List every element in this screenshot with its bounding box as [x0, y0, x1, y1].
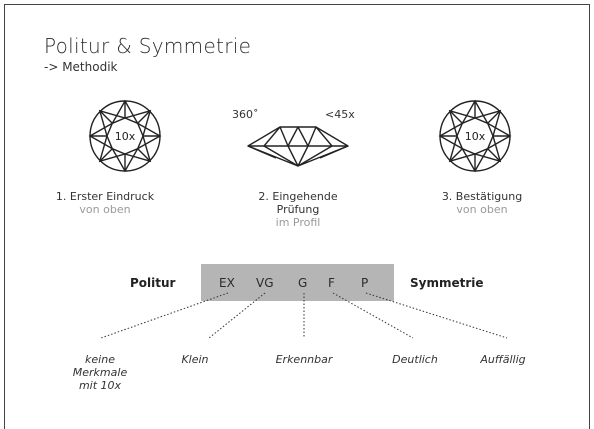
meaning-line: mit 10x — [78, 379, 122, 392]
grade-p: P — [361, 276, 369, 290]
connector-ex — [100, 292, 229, 339]
meaning-f: Deutlich — [392, 353, 438, 366]
diamond-top-icon: 10x — [88, 99, 162, 173]
politur-label: Politur — [130, 276, 176, 290]
meaning-g: Erkennbar — [275, 353, 333, 366]
meaning-p: Auffällig — [480, 353, 526, 366]
step-title: 3. Bestätigung — [441, 190, 523, 203]
grade-scale-bar — [201, 264, 394, 301]
rotation-label: 360˚ — [232, 108, 259, 121]
diamond-top-icon: 10x — [438, 99, 512, 173]
grade-ex: EX — [219, 276, 235, 290]
step-view: von oben — [79, 203, 131, 216]
step-title: 1. Erster Eindruck — [55, 190, 155, 203]
grade-f: F — [328, 276, 335, 290]
grade-vg: VG — [256, 276, 274, 290]
meaning-vg: Klein — [181, 353, 209, 366]
meaning-line: Merkmale — [72, 366, 128, 379]
step-title: 2. Eingehende — [258, 190, 338, 203]
magnification-label: 10x — [465, 130, 486, 143]
connector-vg — [208, 292, 266, 339]
page-title: Politur & Symmetrie — [44, 34, 252, 58]
diagram-frame — [4, 4, 590, 429]
meaning-ex: keine Merkmale mit 10x — [70, 353, 130, 392]
step-1-caption: 1. Erster Eindruck von oben — [45, 190, 165, 216]
step-3-caption: 3. Bestätigung von oben — [422, 190, 542, 216]
symmetrie-label: Symmetrie — [410, 276, 484, 290]
connector-f — [332, 292, 414, 339]
grade-g: G — [298, 276, 308, 290]
step-view: von oben — [456, 203, 508, 216]
step-2-caption: 2. Eingehende Prüfung im Profil — [238, 190, 358, 229]
page-subtitle: -> Methodik — [44, 60, 118, 74]
diamond-profile-icon — [244, 124, 352, 168]
step-title-line2: Prüfung — [276, 203, 320, 216]
step-view: im Profil — [275, 216, 321, 229]
connector-p — [365, 292, 508, 339]
meaning-line: keine — [85, 353, 115, 366]
magnification-label: 10x — [115, 130, 136, 143]
magnification-label: <45x — [325, 108, 355, 121]
